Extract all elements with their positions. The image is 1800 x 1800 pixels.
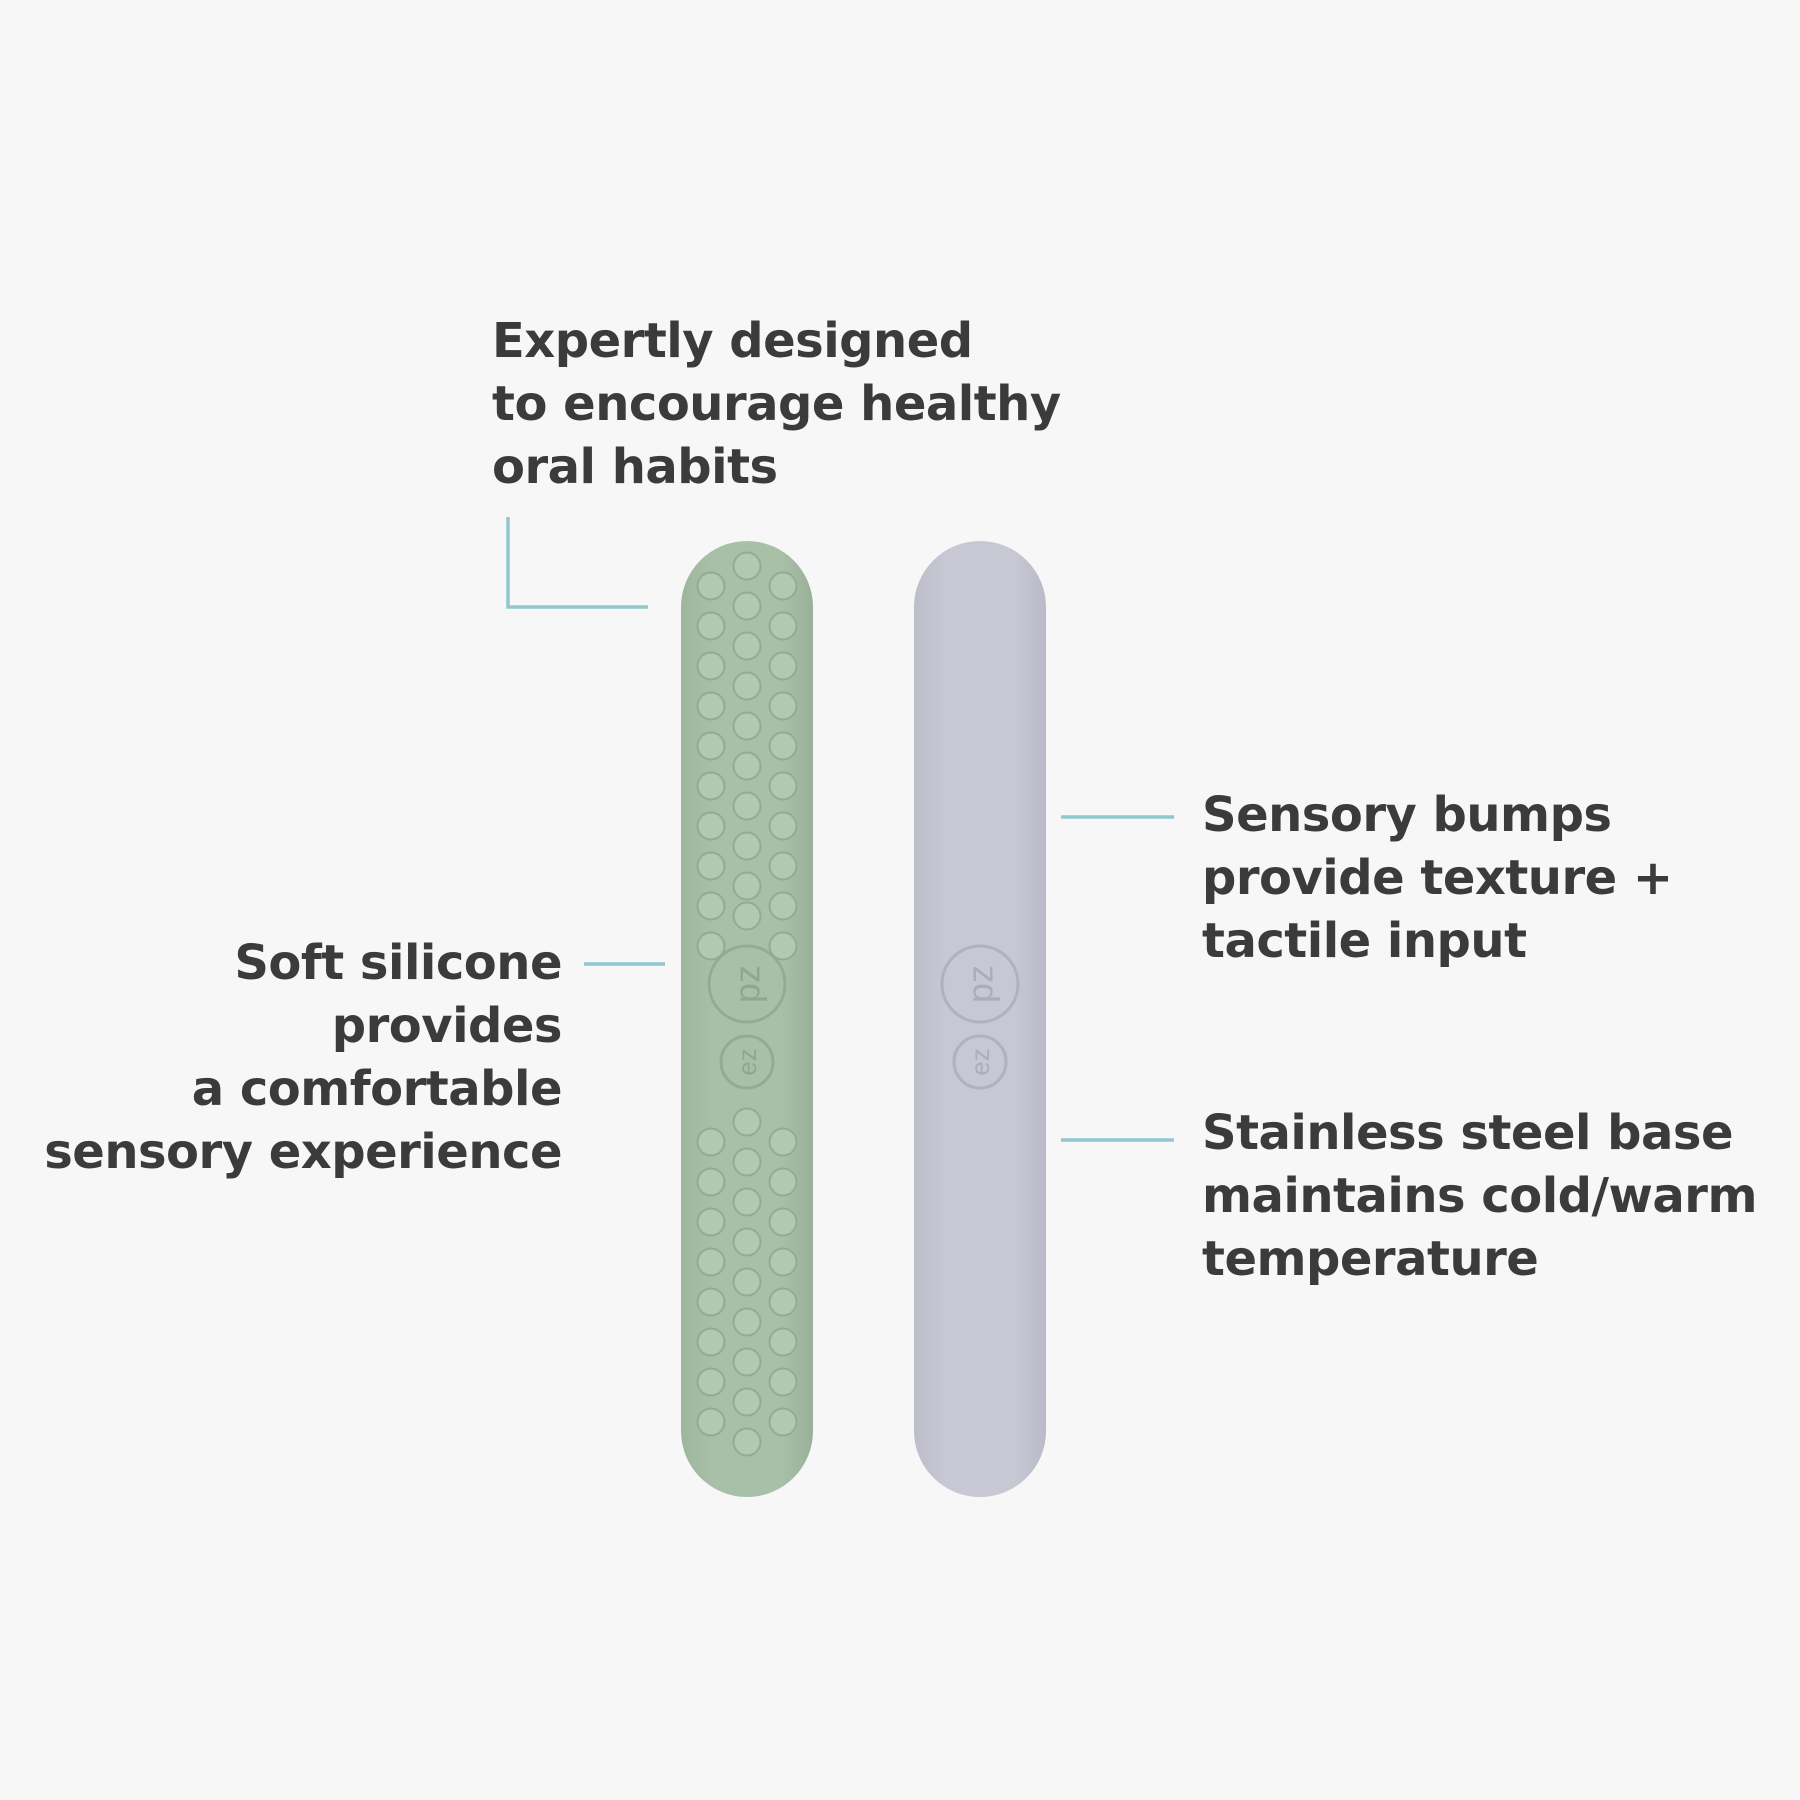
sensory-bump (768, 931, 798, 961)
sensory-bump (732, 1307, 762, 1337)
callout-right-top-line: Sensory bumps (1202, 787, 1612, 843)
sensory-bump (732, 831, 762, 861)
sensory-bump (732, 751, 762, 781)
svg-text:pz: pz (960, 965, 1001, 1003)
sensory-bump (696, 651, 726, 681)
lavender-smooth-stick: pz ez (914, 541, 1046, 1497)
callout-top: Expertly designed to encourage healthy o… (492, 310, 1061, 499)
sensory-bump (732, 791, 762, 821)
sensory-bump (768, 771, 798, 801)
lavender-stick-body (914, 541, 1046, 1497)
sensory-bump (732, 591, 762, 621)
callout-left-line: Soft silicone (234, 935, 562, 991)
callout-left-line: provides (331, 998, 563, 1054)
sensory-bump (732, 1227, 762, 1257)
green-textured-stick: pz ez (681, 541, 813, 1497)
sensory-bump (732, 551, 762, 581)
sensory-bump (768, 811, 798, 841)
svg-text:ez: ez (732, 1048, 762, 1075)
callout-top-line: Expertly designed (492, 313, 973, 369)
sensory-bump (768, 1287, 798, 1317)
sensory-bump (696, 1407, 726, 1437)
svg-text:ez: ez (965, 1048, 995, 1075)
sensory-bump (732, 1347, 762, 1377)
sensory-bump (696, 1207, 726, 1237)
sensory-bump (732, 1387, 762, 1417)
sensory-bump (768, 1247, 798, 1277)
callout-right-top: Sensory bumps provide texture + tactile … (1202, 784, 1673, 973)
callout-left: Soft silicone provides a comfortable sen… (44, 932, 562, 1184)
callout-right-bottom-line: Stainless steel base (1202, 1105, 1734, 1161)
sensory-bump (732, 631, 762, 661)
sensory-bump (768, 1207, 798, 1237)
callout-right-top-line: provide texture + (1202, 850, 1673, 906)
sensory-bump (768, 1127, 798, 1157)
sensory-bump (768, 651, 798, 681)
sensory-bump (732, 711, 762, 741)
ezpz-logo-icon: pz ez (707, 944, 787, 1090)
sensory-bump (696, 1327, 726, 1357)
sensory-bump (768, 1167, 798, 1197)
svg-text:pz: pz (727, 965, 768, 1003)
sensory-bump (696, 731, 726, 761)
callout-top-line: oral habits (492, 439, 778, 495)
sensory-bump (696, 1127, 726, 1157)
sensory-bump (696, 891, 726, 921)
callout-right-bottom: Stainless steel base maintains cold∕warm… (1202, 1102, 1757, 1291)
sensory-bump (732, 871, 762, 901)
sensory-bump (768, 1407, 798, 1437)
sensory-bump (696, 1167, 726, 1197)
callout-right-bottom-line: temperature (1202, 1231, 1539, 1287)
sensory-bump (696, 931, 726, 961)
sensory-bump (696, 1247, 726, 1277)
sensory-bump (696, 1367, 726, 1397)
callout-right-top-line: tactile input (1202, 913, 1527, 969)
sensory-bump (696, 1287, 726, 1317)
sensory-bump (768, 891, 798, 921)
sensory-bump (732, 901, 762, 931)
sensory-bump (768, 611, 798, 641)
callout-left-line: a comfortable (191, 1061, 563, 1117)
sensory-bump (696, 691, 726, 721)
ezpz-logo-icon: pz ez (940, 944, 1020, 1090)
sensory-bump (768, 1327, 798, 1357)
sensory-bump (768, 1367, 798, 1397)
sensory-bump (732, 1107, 762, 1137)
sensory-bumps (696, 551, 798, 1457)
sensory-bump (732, 1427, 762, 1457)
sensory-bump (732, 1267, 762, 1297)
sensory-bump (768, 571, 798, 601)
callout-left-line: sensory experience (44, 1124, 562, 1180)
sensory-bump (732, 1147, 762, 1177)
sensory-bump (732, 671, 762, 701)
sensory-bump (732, 1187, 762, 1217)
callout-right-bottom-line: maintains cold∕warm (1202, 1168, 1757, 1224)
sensory-bump (768, 851, 798, 881)
sensory-bump (696, 611, 726, 641)
sensory-bump (696, 851, 726, 881)
sensory-bump (696, 811, 726, 841)
sensory-bump (696, 771, 726, 801)
callout-top-line: to encourage healthy (492, 376, 1061, 432)
sensory-bump (768, 731, 798, 761)
sensory-bump (696, 571, 726, 601)
sensory-bump (768, 691, 798, 721)
